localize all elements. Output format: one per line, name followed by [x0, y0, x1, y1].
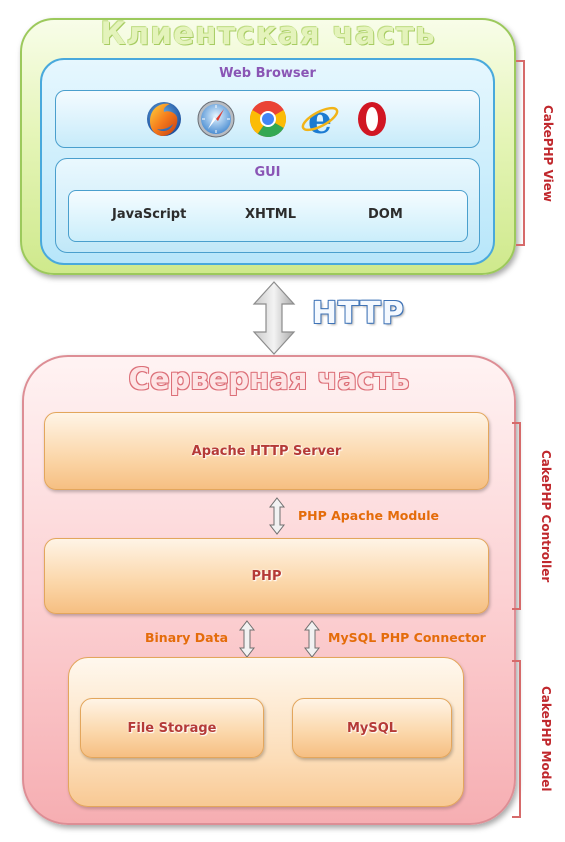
gui-technologies-box [68, 190, 468, 242]
php-label: PHP [251, 568, 282, 584]
server-side-title: Серверная часть [128, 362, 410, 396]
binary-data-arrow [238, 620, 256, 658]
controller-layer-bracket [512, 422, 521, 610]
mysql-box: MySQL [292, 698, 452, 758]
binary-data-label: Binary Data [145, 630, 229, 645]
mysql-php-connector-label: MySQL PHP Connector [328, 630, 486, 645]
safari-icon [197, 100, 234, 138]
chrome-icon [249, 100, 286, 137]
opera-icon [357, 102, 386, 136]
svg-text:e: e [307, 99, 331, 139]
http-double-arrow [252, 281, 296, 355]
mysql-label: MySQL [346, 720, 398, 736]
file-storage-box: File Storage [80, 698, 264, 758]
model-layer-bracket [512, 660, 521, 818]
php-apache-module-label: PHP Apache Module [298, 508, 439, 523]
view-layer-bracket [516, 60, 525, 246]
http-label: HTTP [312, 296, 405, 331]
controller-layer-label: CakePHP Controller [539, 449, 553, 583]
gui-label: GUI [254, 165, 281, 180]
gui-item-xhtml: XHTML [245, 207, 296, 222]
gui-item-dom: DOM [368, 207, 403, 222]
file-storage-label: File Storage [127, 720, 217, 736]
web-browser-label: Web Browser [219, 66, 316, 81]
view-layer-label: CakePHP View [541, 104, 555, 202]
client-side-title: Клиентская часть [100, 16, 436, 52]
php-box: PHP [44, 538, 489, 614]
internet-explorer-icon: e [301, 99, 338, 139]
module-connector-arrow [268, 497, 286, 535]
firefox-icon [146, 102, 181, 136]
mysql-connector-arrow [303, 620, 321, 658]
browser-icons-row: e [55, 90, 480, 148]
apache-server-box: Apache HTTP Server [44, 412, 489, 490]
model-layer-label: CakePHP Model [539, 686, 553, 792]
apache-server-label: Apache HTTP Server [191, 443, 342, 459]
gui-item-javascript: JavaScript [112, 207, 187, 222]
